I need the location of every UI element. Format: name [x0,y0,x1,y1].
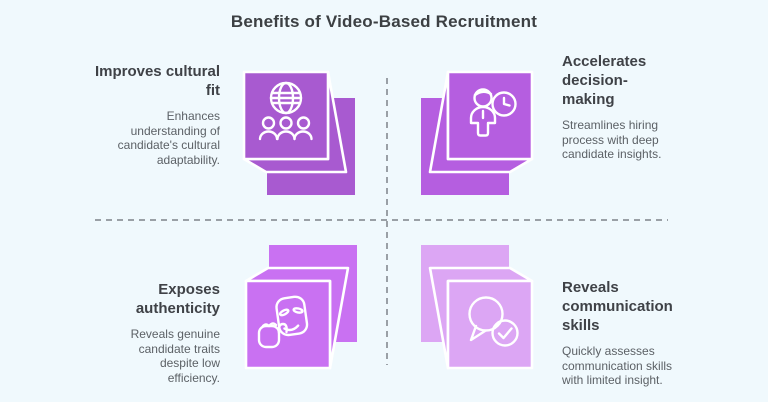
quadrant-top-right-text: Accelerates decision-making Streamlines … [562,52,666,162]
vertical-divider [386,78,388,365]
quadrant-description: Quickly assesses communication skills wi… [562,344,673,387]
cube-graphic-top-left [234,62,364,202]
chat-check-icon [468,296,519,347]
person-clock-icon [469,88,517,137]
cube-graphic-top-right [412,62,542,202]
quadrant-top-left-text: Improves cultural fit Enhances understan… [90,62,220,167]
quadrant-bottom-right-text: Reveals communication skills Quickly ass… [562,278,674,388]
quadrant-bottom-left-text: Exposes authenticity Reveals genuine can… [90,280,220,385]
quadrant-heading: Improves cultural fit [94,63,220,99]
quadrant-heading: Reveals communication skills [562,279,673,334]
quadrant-heading: Exposes authenticity [135,281,220,317]
quadrant-description: Enhances understanding of candidate's cu… [117,109,220,167]
page-title: Benefits of Video-Based Recruitment [230,12,538,31]
globe-team-icon [258,81,313,141]
cube-graphic-bottom-right [412,238,542,378]
mask-hand-icon [257,295,309,349]
cube-graphic-bottom-left [236,238,366,378]
quadrant-description: Streamlines hiring process with deep can… [562,118,662,161]
quadrant-heading: Accelerates decision-making [562,53,647,108]
quadrant-description: Reveals genuine candidate traits despite… [130,327,220,385]
horizontal-divider [95,219,668,221]
